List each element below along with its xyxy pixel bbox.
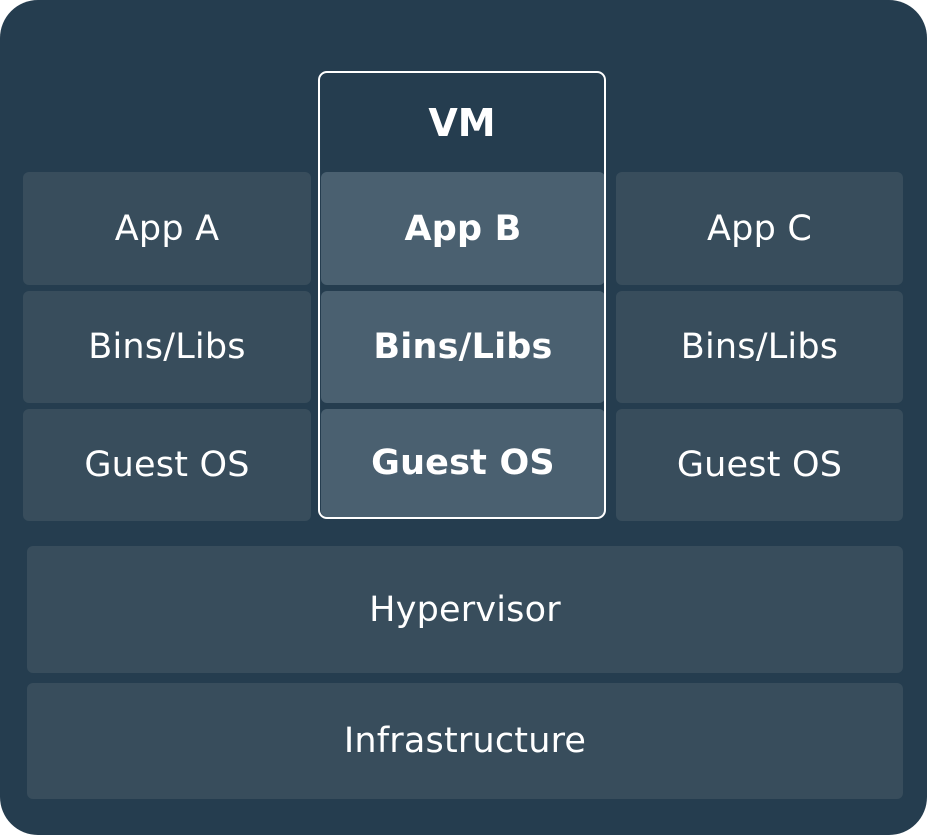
vm-title: VM [428,101,496,145]
app-c-label: App C [707,208,812,249]
guest-os-a-block: Guest OS [23,409,311,521]
bins-libs-c-label: Bins/Libs [680,327,839,367]
guest-os-b-label: Guest OS [371,443,555,483]
guest-os-a-label: Guest OS [84,445,250,485]
app-a-block: App A [23,172,311,285]
infrastructure-block: Infrastructure [27,683,903,799]
bins-libs-c-block: Bins/Libs [616,291,903,403]
guest-os-c-block: Guest OS [616,409,903,521]
bins-libs-b-label: Bins/Libs [373,327,553,367]
app-c-block: App C [616,172,903,285]
hypervisor-label: Hypervisor [369,589,561,630]
infrastructure-label: Infrastructure [343,721,587,761]
bins-libs-a-label: Bins/Libs [88,327,246,367]
hypervisor-block: Hypervisor [27,546,903,673]
guest-os-c-label: Guest OS [676,445,843,485]
app-b-label: App B [404,208,522,249]
guest-os-b-block: Guest OS [321,409,605,517]
bins-libs-b-block: Bins/Libs [321,291,605,403]
app-b-block: App B [321,172,605,285]
bins-libs-a-block: Bins/Libs [23,291,311,403]
app-a-label: App A [114,208,220,249]
